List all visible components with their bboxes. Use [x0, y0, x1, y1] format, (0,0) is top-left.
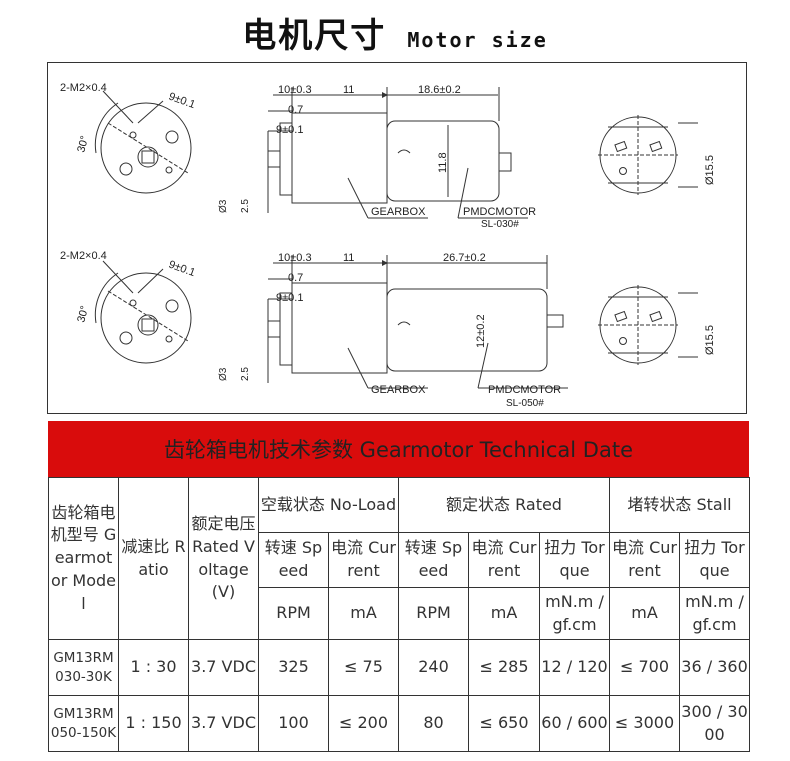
cell-stall-torque: 300 / 3000 — [679, 695, 751, 752]
cell-stall-current: ≤ 3000 — [609, 695, 681, 752]
top-holes-label: 2-M2×0.4 — [60, 82, 107, 94]
title-chinese: 电机尺寸 — [242, 16, 387, 56]
cell-rated-current: ≤ 285 — [468, 639, 540, 696]
cell-noload-speed: 325 — [258, 639, 329, 696]
top-d4-label: 0.7 — [288, 104, 303, 116]
top-shaft-label: Ø3 — [218, 199, 229, 213]
bottom-d3-label: 26.7±0.2 — [443, 252, 486, 264]
table-row: GM13RM 030-30K 1 : 30 3.7 VDC 325 ≤ 75 2… — [48, 639, 751, 696]
bottom-shaft-label: Ø3 — [218, 367, 229, 381]
header-rated-current: 电流 Current — [468, 532, 540, 588]
header-stall: 堵转状态 Stall — [609, 477, 751, 533]
cell-voltage: 3.7 VDC — [188, 639, 259, 696]
cell-rated-speed: 80 — [398, 695, 469, 752]
top-hole-dist-label: 9±0.1 — [167, 91, 197, 112]
spec-banner: 齿轮箱电机技术参数 Gearmotor Technical Date — [48, 421, 749, 477]
cell-ratio: 1 : 150 — [118, 695, 189, 752]
cell-noload-speed: 100 — [258, 695, 329, 752]
cell-model: GM13RM 050-150K — [48, 695, 119, 752]
header-rated-speed: 转速 Speed — [398, 532, 469, 588]
header-row-2: 转速 Speed 电流 Current 转速 Speed 电流 Current … — [49, 532, 751, 588]
cell-rated-current: ≤ 650 — [468, 695, 540, 752]
bottom-holes-label: 2-M2×0.4 — [60, 250, 107, 262]
top-outer-dia-label: Ø15.5 — [704, 155, 716, 185]
cell-rated-torque: 60 / 600 — [538, 695, 611, 752]
unit-stall-current: mA — [609, 587, 681, 640]
top-rear-view — [598, 115, 698, 195]
bottom-outer-dia-label: Ø15.5 — [704, 325, 716, 355]
header-row-1: 齿轮箱电机型号 Gearmotor Model 减速比 Ratio 额定电压 R… — [48, 477, 751, 640]
cell-voltage: 3.7 VDC — [188, 695, 259, 752]
bottom-flat-label: 2.5 — [240, 367, 251, 381]
unit-stall-torque: mN.m / gf.cm — [679, 587, 751, 640]
unit-noload-current: mA — [328, 587, 399, 640]
header-model: 齿轮箱电机型号 Gearmotor Model — [48, 477, 119, 640]
top-d1-label: 10±0.3 — [278, 84, 312, 96]
unit-rated-torque: mN.m / gf.cm — [538, 587, 611, 640]
bottom-height-label: 12±0.2 — [475, 314, 487, 348]
bottom-side-view — [267, 255, 568, 389]
cell-stall-current: ≤ 700 — [609, 639, 681, 696]
cell-noload-current: ≤ 75 — [328, 639, 399, 696]
title-english: Motor size — [407, 28, 548, 52]
top-model-label: SL-030# — [481, 219, 519, 230]
header-rated-torque: 扭力 Torque — [538, 532, 611, 588]
bottom-model-label: SL-050# — [506, 398, 544, 409]
bottom-rear-view — [598, 285, 698, 365]
header-voltage: 额定电压 Rated Voltage (V) — [188, 477, 259, 640]
header-noload-current: 电流 Current — [328, 532, 399, 588]
cell-rated-torque: 12 / 120 — [538, 639, 611, 696]
top-angle-label: 30° — [75, 135, 91, 154]
top-d2-label: 11 — [343, 84, 354, 96]
unit-rated-speed: RPM — [398, 587, 469, 640]
header-stall-current: 电流 Current — [609, 532, 681, 588]
top-gearbox-label: GEARBOX — [371, 206, 426, 218]
header-rated: 额定状态 Rated — [397, 477, 611, 533]
top-d5-label: 9±0.1 — [276, 124, 303, 136]
bottom-d5-label: 9±0.1 — [276, 292, 303, 304]
top-motor-label: PMDCMOTOR — [463, 206, 536, 218]
cell-stall-torque: 36 / 360 — [679, 639, 751, 696]
bottom-d4-label: 0.7 — [288, 272, 303, 284]
bottom-front-view — [94, 260, 192, 364]
header-noload-speed: 转速 Speed — [258, 532, 329, 588]
top-d3-label: 18.6±0.2 — [418, 84, 461, 96]
top-flat-label: 2.5 — [240, 199, 251, 213]
unit-noload-speed: RPM — [258, 587, 329, 640]
header-stall-torque: 扭力 Torque — [679, 532, 751, 588]
top-side-view — [267, 87, 528, 219]
header-ratio: 减速比 Ratio — [118, 477, 189, 640]
bottom-angle-label: 30° — [75, 305, 91, 324]
header-noload: 空载状态 No-Load — [258, 477, 399, 533]
bottom-gearbox-label: GEARBOX — [371, 384, 426, 396]
unit-rated-current: mA — [468, 587, 540, 640]
bottom-d2-label: 11 — [343, 252, 354, 264]
cell-rated-speed: 240 — [398, 639, 469, 696]
spec-table: 齿轮箱电机型号 Gearmotor Model 减速比 Ratio 额定电压 R… — [48, 477, 751, 752]
spec-table-block: 齿轮箱电机技术参数 Gearmotor Technical Date 齿轮箱电机… — [48, 421, 751, 752]
bottom-hole-dist-label: 9±0.1 — [167, 259, 197, 280]
bottom-d1-label: 10±0.3 — [278, 252, 312, 264]
dimension-drawing: 2-M2×0.4 9±0.1 30° 10±0.3 11 18.6±0. — [47, 62, 747, 414]
bottom-motor-label: PMDCMOTOR — [488, 384, 561, 396]
cell-ratio: 1 : 30 — [118, 639, 189, 696]
cell-model: GM13RM 030-30K — [48, 639, 119, 696]
drawing-svg: 2-M2×0.4 9±0.1 30° 10±0.3 11 18.6±0. — [60, 82, 716, 409]
page-title: 电机尺寸 Motor size — [0, 8, 790, 58]
top-height-label: 11.8 — [437, 152, 449, 173]
cell-noload-current: ≤ 200 — [328, 695, 399, 752]
table-row: GM13RM 050-150K 1 : 150 3.7 VDC 100 ≤ 20… — [48, 695, 751, 752]
top-front-view — [94, 90, 192, 194]
